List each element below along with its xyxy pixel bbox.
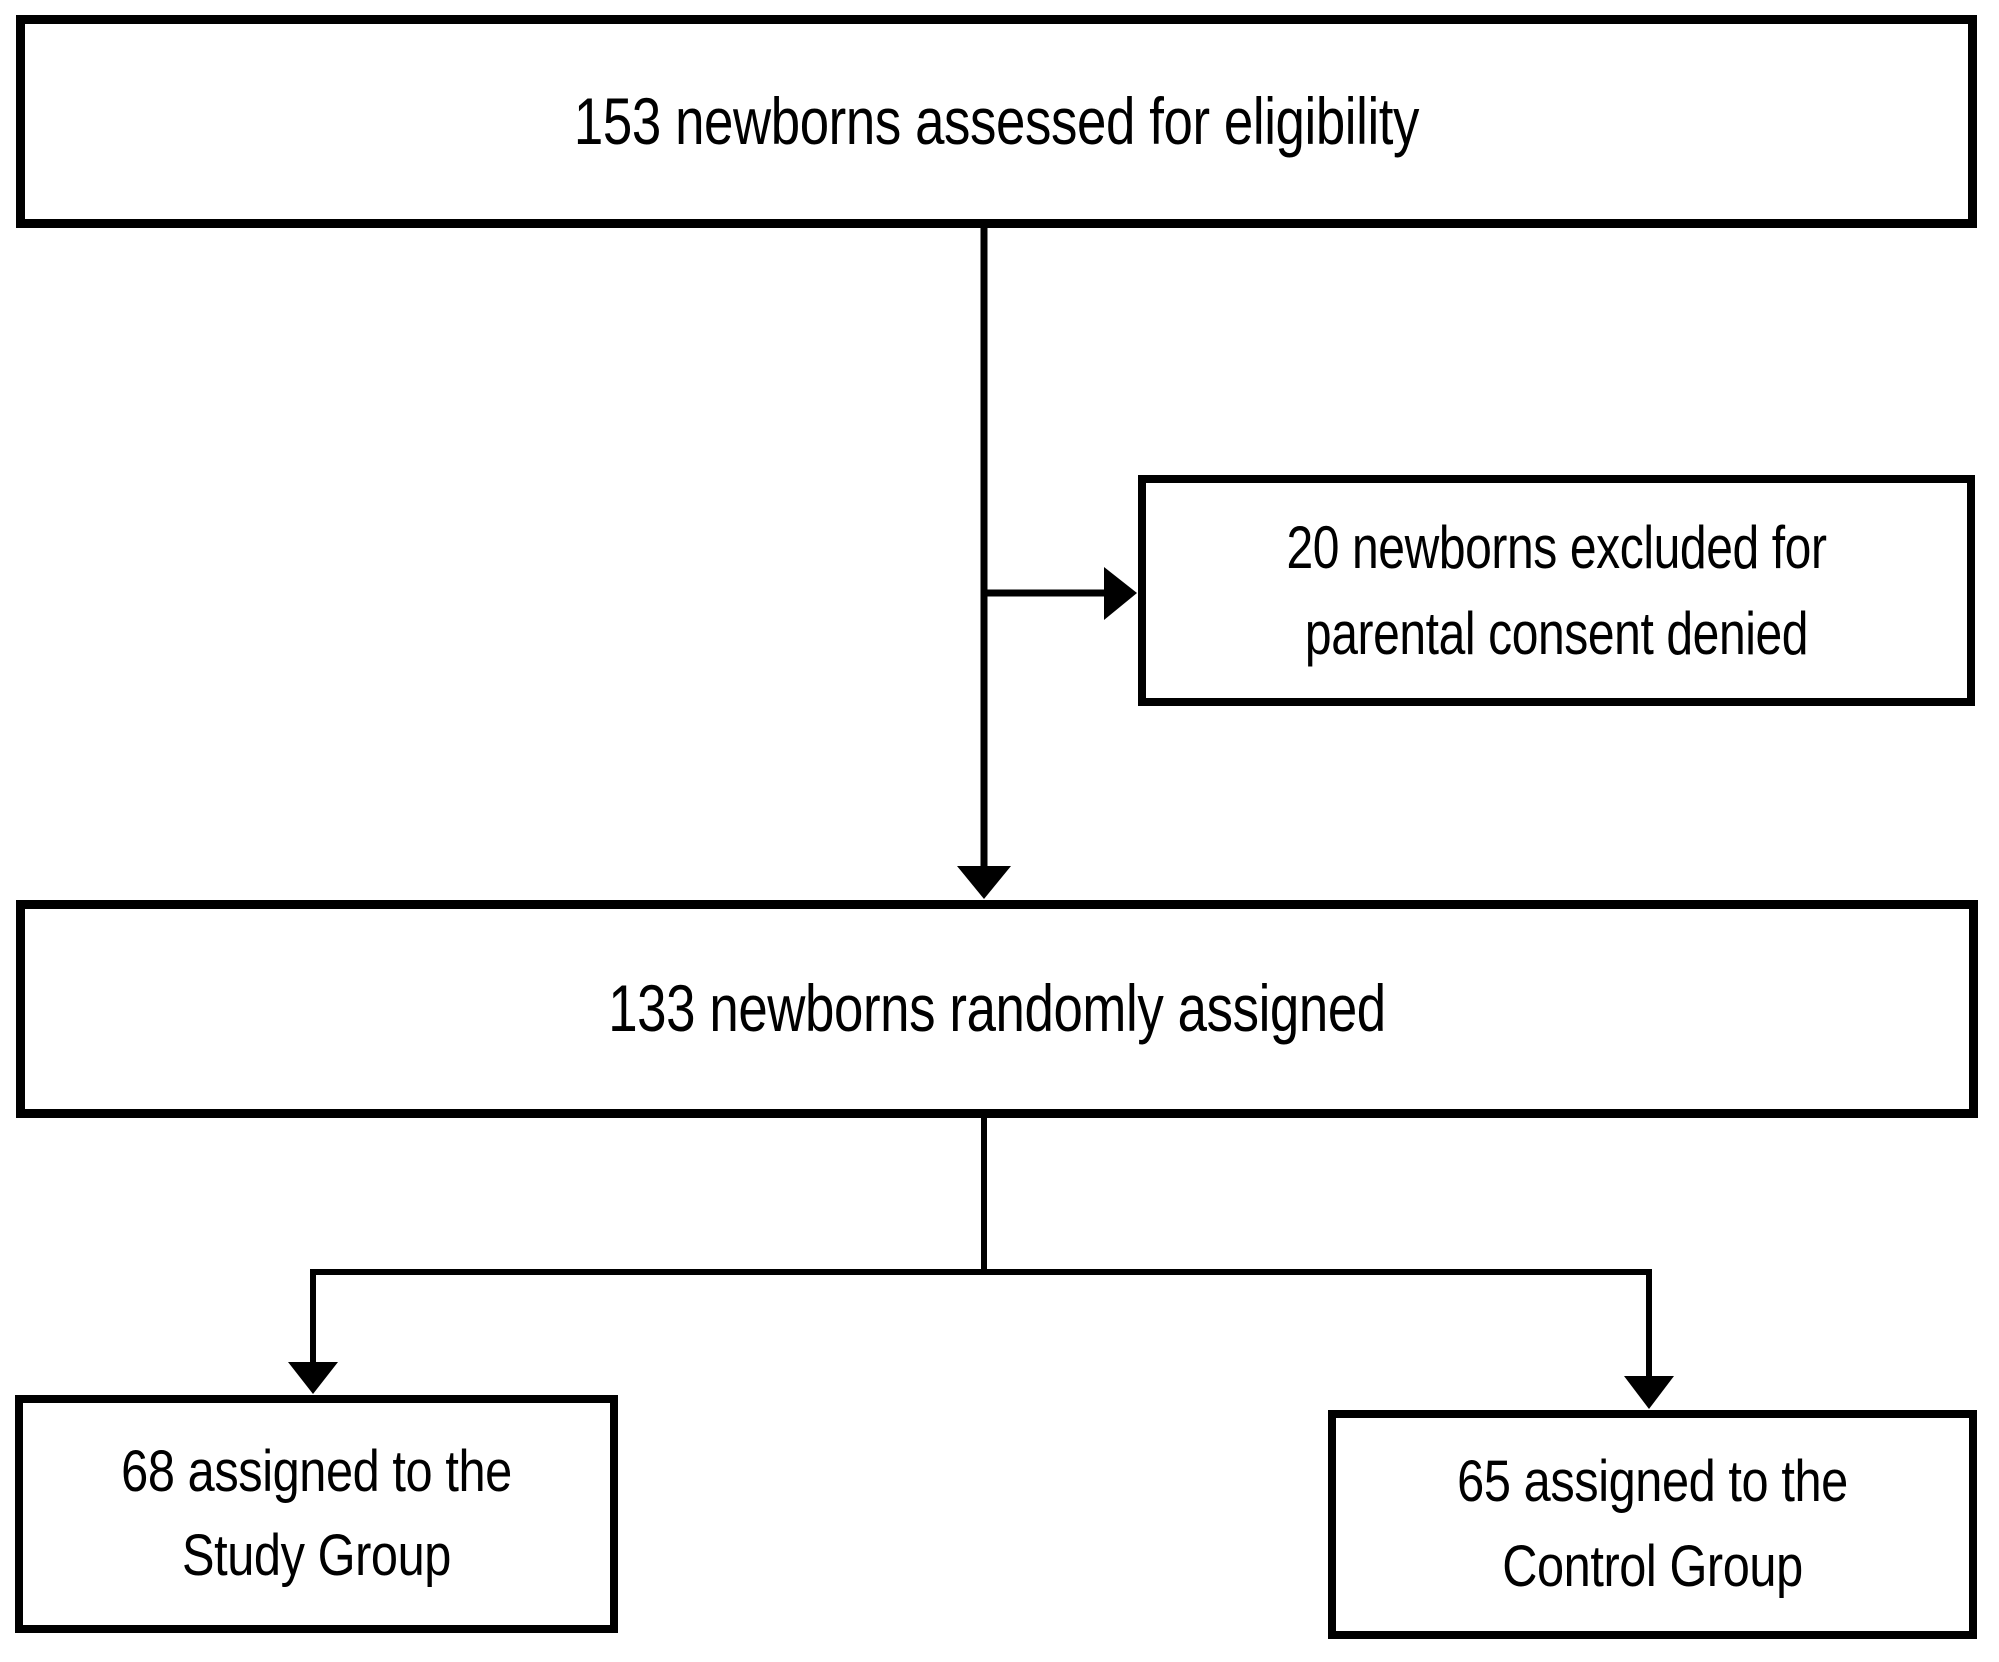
node-assessed-label: 153 newborns assessed for eligibility — [573, 83, 1420, 158]
node-excluded-label: 20 newborns excluded for parental consen… — [1286, 514, 1827, 667]
node-randomly-assigned: 133 newborns randomly assigned — [16, 900, 1978, 1118]
connector-assessed-to-randomized — [957, 228, 1011, 899]
node-randomized-label: 133 newborns randomly assigned — [608, 971, 1386, 1046]
arrowhead-right-to-excluded — [1104, 567, 1137, 620]
arrowhead-down-to-randomized — [957, 866, 1011, 899]
connector-assessed-to-excluded — [984, 567, 1137, 620]
node-study-group: 68 assigned to the Study Group — [15, 1395, 618, 1633]
connector-randomized-split — [288, 1118, 1674, 1409]
node-assessed-for-eligibility: 153 newborns assessed for eligibility — [16, 15, 1977, 228]
arrowhead-down-to-study-group — [288, 1362, 338, 1394]
node-excluded: 20 newborns excluded for parental consen… — [1138, 475, 1975, 706]
arrowhead-down-to-control-group — [1624, 1376, 1674, 1409]
node-study-group-label: 68 assigned to the Study Group — [121, 1438, 512, 1588]
node-control-group-label: 65 assigned to the Control Group — [1457, 1449, 1848, 1599]
node-control-group: 65 assigned to the Control Group — [1328, 1410, 1977, 1639]
